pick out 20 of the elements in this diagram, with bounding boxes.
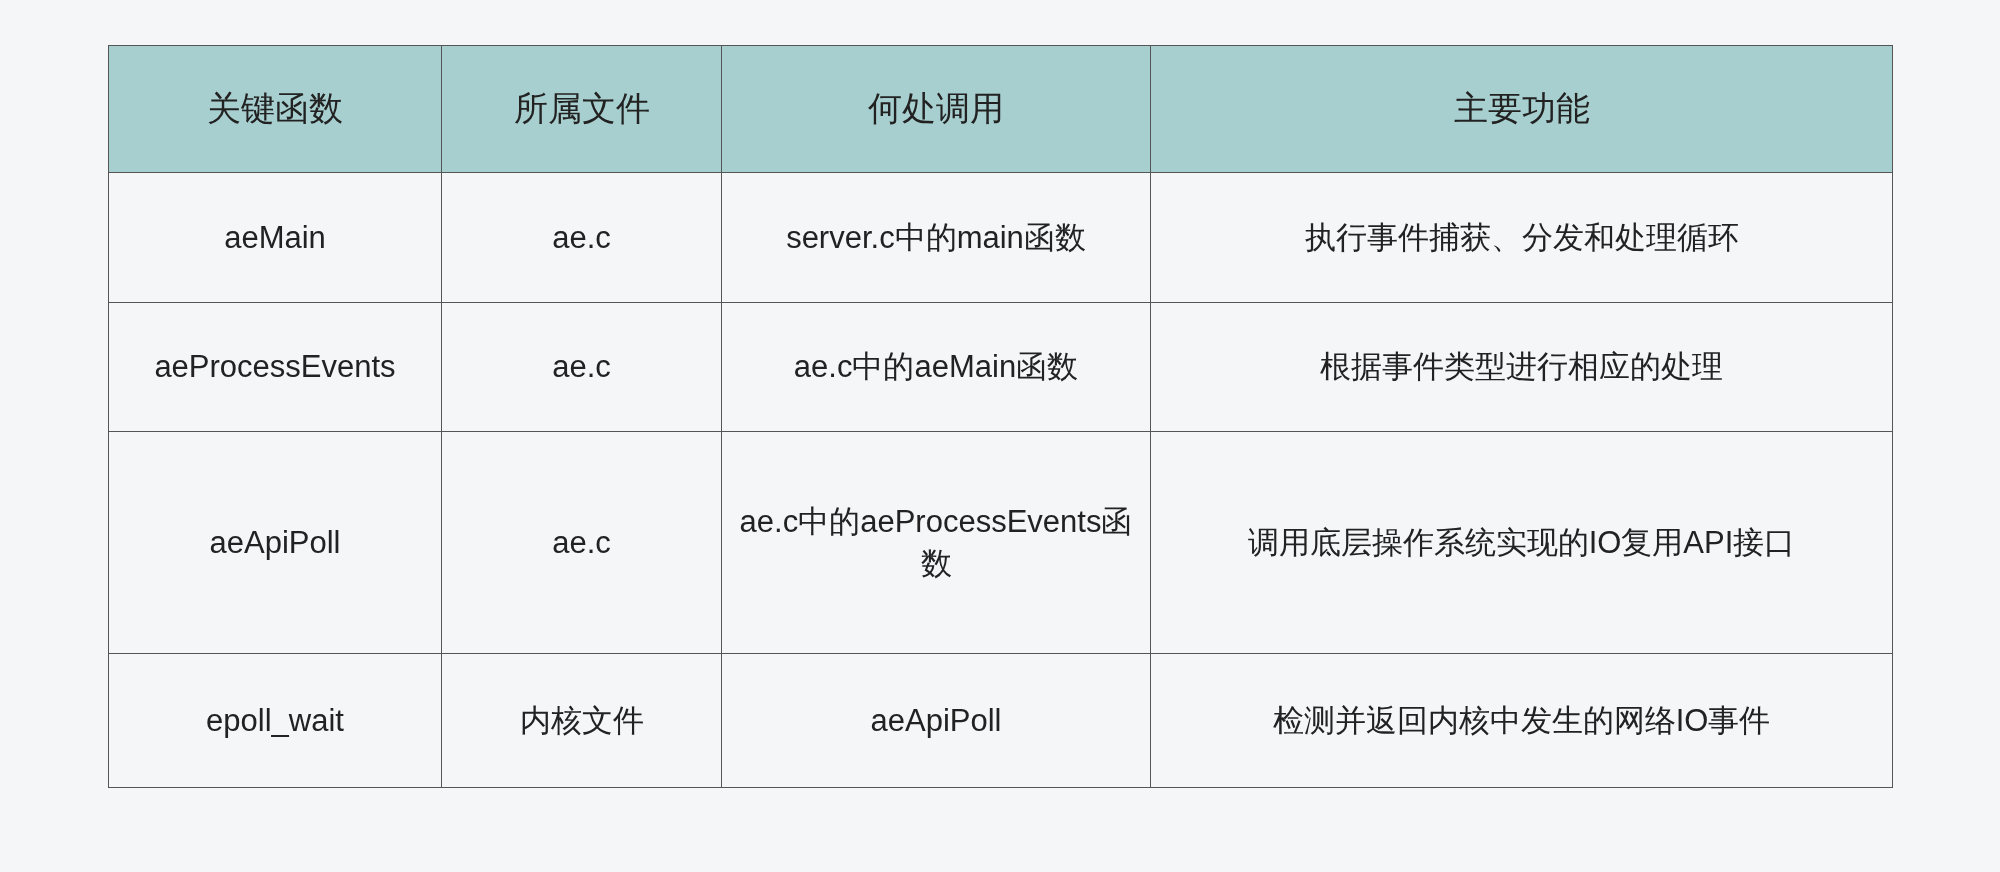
table-cell: aeProcessEvents	[109, 303, 442, 432]
table-cell: 内核文件	[442, 654, 722, 788]
table-cell: ae.c中的aeMain函数	[722, 303, 1151, 432]
table-cell: aeApiPoll	[722, 654, 1151, 788]
table-cell: 根据事件类型进行相应的处理	[1151, 303, 1893, 432]
table-cell: epoll_wait	[109, 654, 442, 788]
header-cell: 关键函数	[109, 46, 442, 173]
header-cell: 主要功能	[1151, 46, 1893, 173]
table-cell: ae.c中的aeProcessEvents函数	[722, 432, 1151, 654]
table-cell: 执行事件捕获、分发和处理循环	[1151, 173, 1893, 303]
table-cell: aeApiPoll	[109, 432, 442, 654]
table-cell: ae.c	[442, 303, 722, 432]
header-cell: 何处调用	[722, 46, 1151, 173]
table-cell: 检测并返回内核中发生的网络IO事件	[1151, 654, 1893, 788]
table-cell: ae.c	[442, 432, 722, 654]
table-cell: 调用底层操作系统实现的IO复用API接口	[1151, 432, 1893, 654]
table-cell: aeMain	[109, 173, 442, 303]
table-cell: ae.c	[442, 173, 722, 303]
table-cell: server.c中的main函数	[722, 173, 1151, 303]
header-cell: 所属文件	[442, 46, 722, 173]
